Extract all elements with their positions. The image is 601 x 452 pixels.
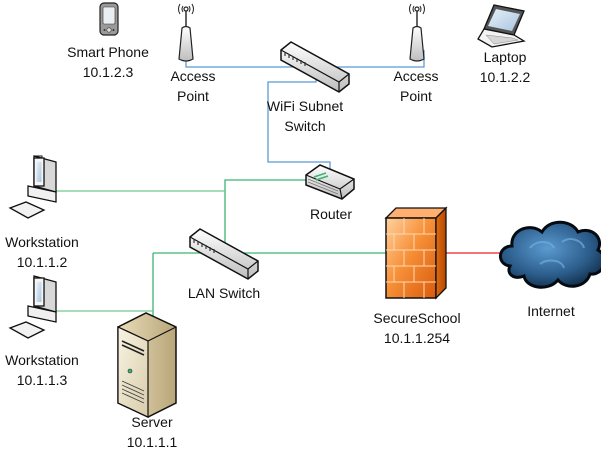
workstation-icon-2[interactable]: [8, 275, 57, 339]
wifi-switch-name: WiFi Subnet: [266, 98, 344, 114]
workstation1-ip: 10.1.1.2: [16, 254, 68, 270]
lan-switch-icon[interactable]: [189, 228, 259, 280]
router-icon[interactable]: [305, 164, 355, 200]
wifi-switch-icon[interactable]: [280, 41, 350, 93]
router-label: Router: [310, 204, 352, 224]
router-name: Router: [309, 206, 353, 222]
wifi-switch-name2: Switch: [284, 118, 326, 134]
cloud-icon[interactable]: [499, 220, 601, 289]
workstation2-name: Workstation: [5, 352, 79, 368]
laptop-name: Laptop: [483, 49, 527, 65]
workstation1-label: Workstation 10.1.1.2: [5, 232, 79, 272]
workstation-icon-1[interactable]: [8, 155, 57, 219]
server-icon[interactable]: [117, 312, 177, 418]
access-point-icon-left[interactable]: [178, 3, 194, 62]
access-point-left-label: Access Point: [170, 66, 215, 106]
firewall-label: SecureSchool 10.1.1.254: [373, 308, 460, 348]
link-router-to-lan-switch: [224, 179, 323, 253]
access-point-right-name2: Point: [400, 88, 432, 104]
workstation1-name: Workstation: [5, 234, 79, 250]
server-label: Server 10.1.1.1: [127, 412, 178, 452]
firewall-icon[interactable]: [384, 206, 448, 300]
access-point-icon-right[interactable]: [409, 3, 425, 62]
link-ap-left-to-wifi-switch: [185, 60, 318, 68]
access-point-left-name2: Point: [177, 88, 209, 104]
access-point-left-name: Access: [170, 68, 216, 84]
internet-name: Internet: [527, 303, 575, 319]
smartphone-icon[interactable]: [99, 2, 119, 36]
laptop-icon[interactable]: [477, 4, 526, 48]
lan-switch-name: LAN Switch: [187, 285, 261, 301]
internet-label: Internet: [527, 301, 574, 321]
server-name: Server: [131, 414, 173, 430]
access-point-right-label: Access Point: [393, 66, 438, 106]
workstation2-ip: 10.1.1.3: [16, 372, 68, 388]
firewall-name: SecureSchool: [373, 310, 461, 326]
access-point-right-name: Access: [393, 68, 439, 84]
smartphone-name: Smart Phone: [67, 44, 149, 60]
server-ip: 10.1.1.1: [126, 434, 178, 450]
laptop-label: Laptop 10.1.2.2: [480, 47, 531, 87]
workstation2-label: Workstation 10.1.1.3: [5, 350, 79, 390]
firewall-ip: 10.1.1.254: [383, 330, 451, 346]
lan-switch-label: LAN Switch: [188, 283, 260, 303]
laptop-ip: 10.1.2.2: [479, 69, 531, 85]
wifi-switch-label: WiFi Subnet Switch: [267, 96, 343, 136]
smartphone-label: Smart Phone 10.1.2.3: [67, 42, 149, 82]
smartphone-ip: 10.1.2.3: [82, 64, 134, 80]
